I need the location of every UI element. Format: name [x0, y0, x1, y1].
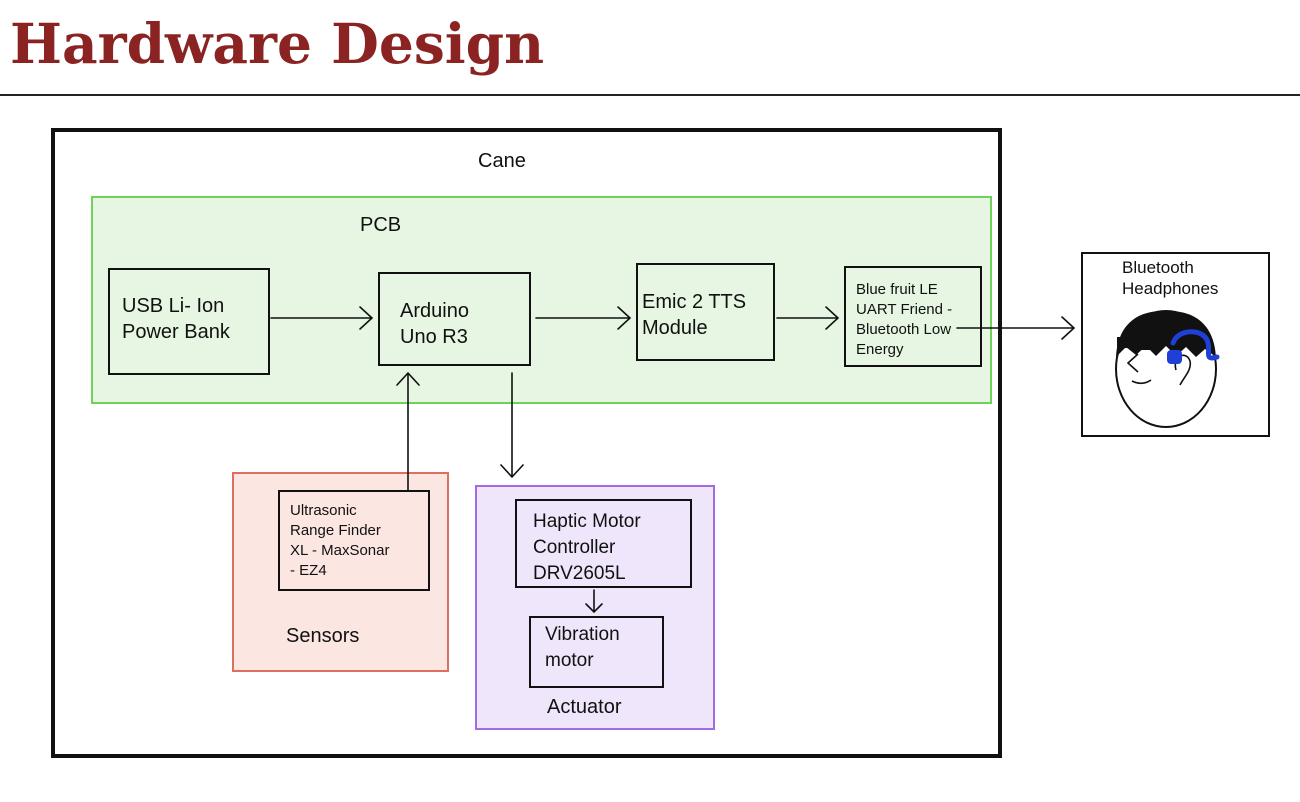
arrow-power-to-arduino [270, 306, 374, 330]
vibration-motor-label: Vibration motor [545, 624, 620, 671]
vibration-motor-box [529, 616, 664, 688]
pcb-label: PCB [360, 214, 402, 236]
actuator-label: Actuator [547, 696, 622, 718]
bluefruit-box [844, 266, 982, 367]
emic-tts-box [636, 263, 775, 361]
arrow-bluefruit-to-headphones [956, 316, 1076, 340]
haptic-controller-box [515, 499, 692, 588]
arduino-label: Arduino Uno R3 [400, 300, 469, 348]
cane-container [51, 128, 1002, 758]
power-bank-box [108, 268, 270, 375]
pcb-container [91, 196, 992, 404]
emic-tts-label: Emic 2 TTS Module [642, 291, 747, 339]
head-icon [1115, 310, 1217, 428]
earpiece-icon [1167, 329, 1220, 364]
cane-label: Cane [478, 150, 526, 172]
title-divider [0, 94, 1300, 96]
power-bank-label: USB Li- Ion Power Bank [122, 295, 230, 343]
arrow-arduino-to-emic [535, 306, 632, 330]
headphones-box [1081, 252, 1270, 437]
arduino-box [378, 272, 531, 366]
ultrasonic-box [278, 490, 430, 591]
headphones-label: Bluetooth Headphones [1122, 258, 1219, 298]
arrow-sensor-to-arduino [396, 371, 420, 491]
bluefruit-label: Blue fruit LE UART Friend - Bluetooth Lo… [856, 281, 953, 358]
haptic-controller-label: Haptic Motor Controller DRV2605L [533, 511, 641, 584]
ultrasonic-label: Ultrasonic Range Finder XL - MaxSonar - … [290, 502, 390, 579]
sensors-container [232, 472, 449, 672]
sensors-label: Sensors [286, 625, 360, 647]
arrow-emic-to-bluefruit [776, 306, 840, 330]
arrow-arduino-to-haptic [500, 372, 524, 479]
arrow-haptic-to-vibration [585, 589, 603, 614]
page-title: Hardware Design [10, 11, 545, 76]
